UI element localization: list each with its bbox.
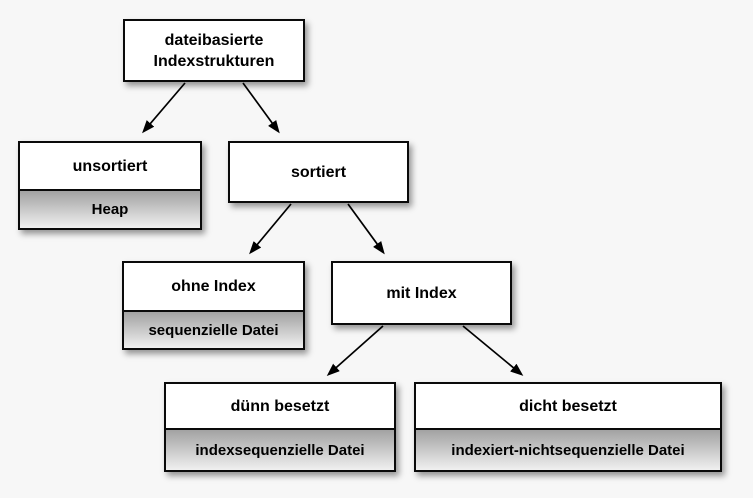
node-label: sortiert bbox=[290, 163, 347, 181]
node-sublabel: Heap bbox=[20, 189, 200, 228]
node-sublabel: indexsequenzielle Datei bbox=[166, 428, 394, 470]
edge-root-unsortiert bbox=[142, 82, 186, 134]
node-label: unsortiert bbox=[72, 157, 148, 175]
node-duenn-besetzt: dünn besetzt indexsequenzielle Datei bbox=[164, 382, 396, 472]
node-mit-index: mit Index bbox=[331, 261, 512, 325]
edge-sortiert-mit-index bbox=[347, 203, 385, 255]
edge-mit-index-dicht-besetzt bbox=[462, 325, 524, 376]
node-label: dünn besetzt bbox=[230, 397, 330, 415]
node-unsortiert: unsortiert Heap bbox=[18, 141, 202, 230]
node-label: dateibasierte Indexstrukturen bbox=[153, 31, 275, 70]
node-dicht-besetzt: dicht besetzt indexiert-nichtsequenziell… bbox=[414, 382, 722, 472]
edge-mit-index-duenn-besetzt bbox=[326, 325, 384, 376]
node-sublabel: sequenzielle Datei bbox=[124, 310, 303, 348]
node-label: dicht besetzt bbox=[519, 397, 617, 415]
node-sublabel: indexiert-nichtsequenzielle Datei bbox=[416, 428, 720, 470]
node-sortiert: sortiert bbox=[228, 141, 409, 203]
edge-root-sortiert bbox=[242, 82, 280, 134]
node-label: ohne Index bbox=[171, 278, 256, 295]
node-label: mit Index bbox=[386, 284, 457, 302]
node-ohne-index: ohne Index sequenzielle Datei bbox=[122, 261, 305, 350]
edge-sortiert-ohne-index bbox=[249, 203, 292, 255]
node-dateibasierte-indexstrukturen: dateibasierte Indexstrukturen bbox=[123, 19, 305, 82]
